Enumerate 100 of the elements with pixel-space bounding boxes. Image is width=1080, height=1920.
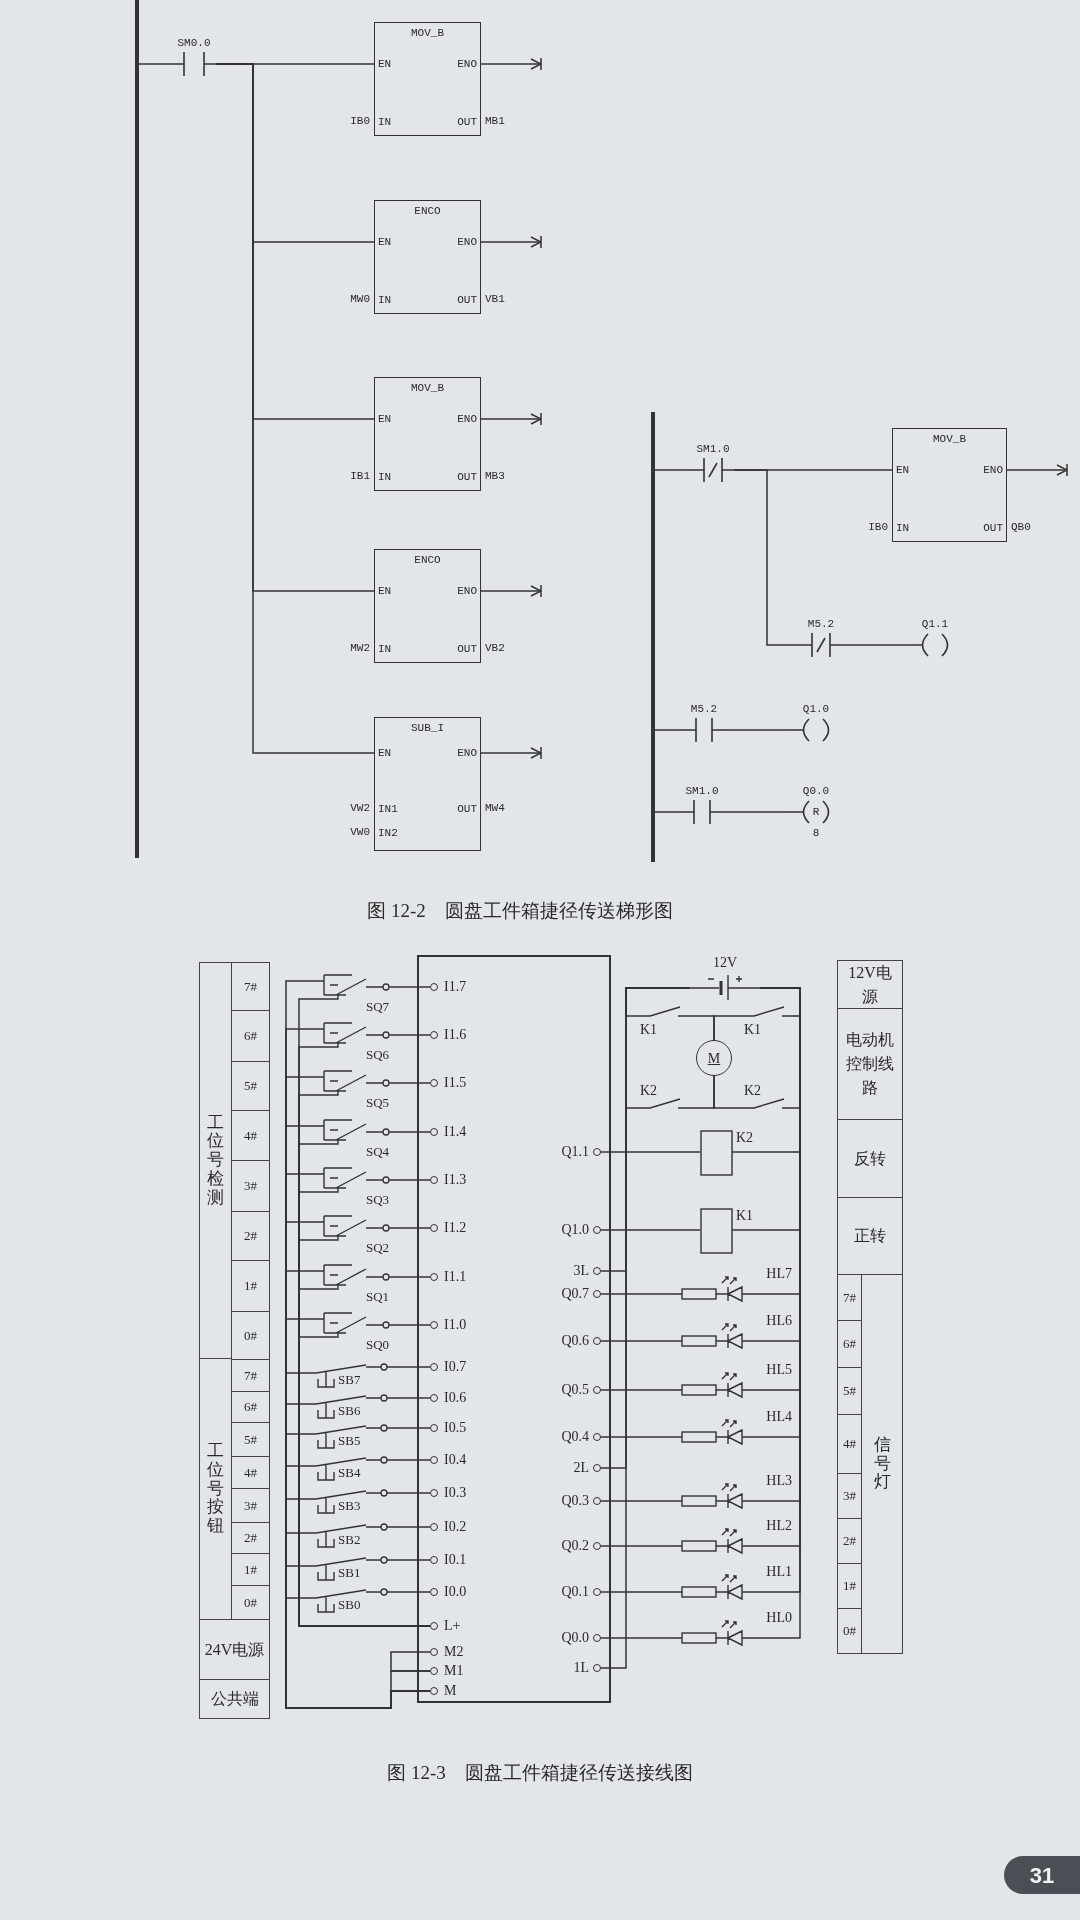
page-number-tab: 31 (1004, 1856, 1080, 1894)
terminal-label: Q0.5 (561, 1381, 589, 1399)
pin-label: ENO (457, 56, 477, 71)
pin-label: IN (378, 292, 392, 307)
wire (600, 1293, 677, 1295)
wire (600, 1436, 677, 1438)
pin-label: IN (378, 114, 392, 129)
pin-label: IN (378, 469, 392, 484)
terminal-label: I0.4 (444, 1451, 467, 1469)
function-block (374, 377, 481, 491)
pin-label: EN (378, 56, 392, 71)
pin-label: OUT (457, 292, 477, 307)
operand-label: MW2 (349, 640, 370, 655)
pin-label: EN (378, 234, 392, 249)
pin-label: ENO (457, 411, 477, 426)
coil-label: Q1.0 (801, 702, 831, 716)
wire (215, 63, 375, 754)
wire (399, 1131, 431, 1133)
lamp-label: HL1 (766, 1564, 792, 1580)
terminal-label: Q0.3 (561, 1492, 589, 1510)
lamp-label: HL5 (766, 1362, 792, 1378)
coil-label: Q0.0 (801, 784, 831, 798)
block-title: ENCO (413, 204, 442, 218)
terminal-label: 2L (573, 1459, 589, 1477)
wire (399, 986, 431, 988)
button-label: SB6 (338, 1403, 361, 1419)
switch-label: SQ2 (366, 1240, 390, 1256)
operand-label: IB0 (867, 519, 888, 534)
pin-label: EN (896, 462, 910, 477)
function-block (374, 200, 481, 314)
terminal-label: I0.2 (444, 1518, 467, 1536)
wire (600, 1637, 677, 1639)
pin-label: OUT (457, 801, 477, 816)
wire (600, 1389, 677, 1391)
button-label: SB1 (338, 1565, 361, 1581)
button-label: SB3 (338, 1498, 361, 1514)
operand-label: MB1 (485, 113, 505, 128)
wire (600, 1545, 677, 1547)
pin-label: OUT (457, 114, 477, 129)
wire (395, 1366, 431, 1368)
switch-label: SQ6 (366, 1047, 390, 1063)
button-label: SB0 (338, 1597, 361, 1613)
switch-label: SQ1 (366, 1289, 390, 1305)
wire (654, 469, 693, 471)
plc-box (417, 955, 611, 1703)
wire (399, 1034, 431, 1036)
contact-label: K1 (640, 1023, 658, 1037)
table-cell: 0# (837, 1608, 862, 1654)
wire (395, 1591, 431, 1593)
wire (395, 1397, 431, 1399)
coil-label: K1 (736, 1208, 754, 1224)
pin-label: ENO (983, 462, 1003, 477)
button-label: SB7 (338, 1372, 361, 1388)
wire (600, 1229, 701, 1231)
wire (600, 1591, 677, 1593)
contact-label: M5.2 (806, 617, 836, 631)
pin-label: ENO (457, 745, 477, 760)
contact-label: SM1.0 (695, 442, 731, 456)
coil-count-label: 8 (811, 826, 821, 840)
wire (399, 1227, 431, 1229)
function-block (892, 428, 1007, 542)
wire (600, 1500, 677, 1502)
pin-label: ENO (457, 583, 477, 598)
operand-label: VB1 (485, 291, 505, 306)
terminal-label: I1.2 (444, 1219, 467, 1237)
operand-label: MW4 (485, 800, 505, 815)
wire (395, 1459, 431, 1461)
table-cell: 反转 (837, 1119, 903, 1198)
function-block (374, 717, 481, 851)
table-cell: 公共端 (199, 1679, 270, 1719)
table-cell: 7# (231, 962, 270, 1011)
wire (713, 1015, 741, 1041)
terminal-label: I1.4 (444, 1123, 467, 1141)
terminal-label: I0.5 (444, 1419, 467, 1437)
lamp-label: HL6 (766, 1313, 792, 1329)
terminal-label: I0.7 (444, 1358, 467, 1376)
block-title: ENCO (413, 553, 442, 567)
operand-label: QB0 (1011, 519, 1031, 534)
coil-label: Q1.1 (920, 617, 950, 631)
pin-label: OUT (457, 641, 477, 656)
lamp-label: HL7 (766, 1266, 792, 1282)
coil-type-label: R (811, 805, 821, 820)
terminal-label: I1.5 (444, 1074, 467, 1092)
terminal-label: I0.6 (444, 1389, 467, 1407)
table-cell: 信号灯 (861, 1274, 903, 1654)
wire (395, 1427, 431, 1429)
terminal-label: Q0.0 (561, 1629, 589, 1647)
terminal-label: Q0.2 (561, 1537, 589, 1555)
terminal-label: Q0.7 (561, 1285, 589, 1303)
switch-label: SQ5 (366, 1095, 390, 1111)
terminal-label: Q0.4 (561, 1428, 589, 1446)
terminal-label: M1 (444, 1662, 464, 1680)
switch-label: SQ3 (366, 1192, 390, 1208)
wire (395, 1526, 431, 1528)
terminal-label: I1.1 (444, 1268, 467, 1286)
terminal-label: L+ (444, 1617, 461, 1635)
wire (721, 811, 787, 813)
lamp-label: HL3 (766, 1473, 792, 1489)
operand-label: VW0 (349, 824, 370, 839)
terminal-label: Q1.0 (561, 1221, 589, 1239)
